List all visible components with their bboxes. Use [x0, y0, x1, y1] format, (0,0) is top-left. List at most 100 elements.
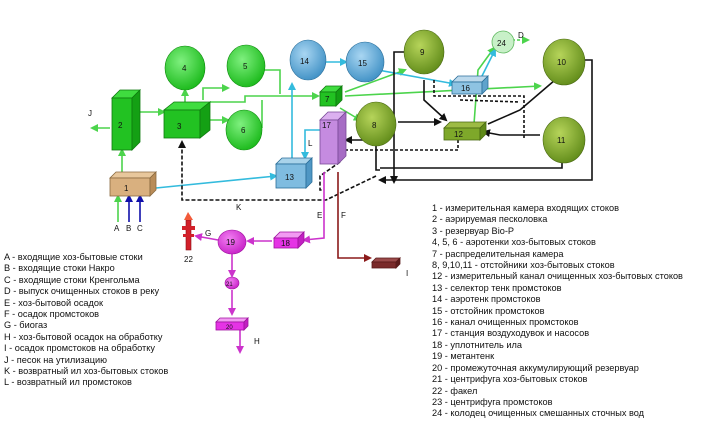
unit-15-label: 15: [358, 59, 367, 68]
unit-12-label: 12: [454, 130, 463, 139]
unit-11-label: 11: [557, 136, 566, 145]
unit-10-clarifier: 10: [542, 38, 586, 86]
legend-unit-item: 3 - резервуар Bio-P: [432, 225, 515, 236]
flow-3-to-7: [210, 92, 320, 103]
legend-flow-item: F - осадок промстоков: [4, 309, 100, 320]
unit-16-label: 16: [461, 84, 470, 93]
unit-1-measuring-chamber: 1: [109, 171, 157, 197]
unit-23-industrial-centrifuge: [371, 257, 401, 269]
legend-unit-item: 1 - измерительная камера входящих стоков: [432, 203, 619, 213]
unit-10-label: 10: [557, 58, 566, 67]
unit-12-measuring-channel: 12: [443, 121, 487, 141]
legend-flow-item: A - входящие хоз-бытовые стоки: [4, 252, 143, 262]
flow-label-a: A: [114, 224, 120, 233]
flow-k-return: [178, 140, 377, 201]
legend-flow-item: D - выпуск очищенных стоков в реку: [4, 286, 160, 297]
flow-label-l: L: [308, 139, 313, 148]
flow-label-j: J: [88, 109, 92, 118]
legend-unit-item: 12 - измерительный канал очищенных хоз-б…: [432, 271, 683, 282]
unit-9-label: 9: [420, 48, 425, 57]
flow-return-to-17: [344, 136, 380, 171]
unit-22-torch: 22: [182, 212, 195, 264]
unit-20-label: 20: [226, 325, 233, 331]
flow-7-to-10: [344, 82, 542, 97]
unit-15-industrial-clarifier: 15: [345, 41, 385, 83]
legend-unit-item: 19 - метантенк: [432, 351, 495, 362]
unit-22-label: 22: [184, 255, 193, 264]
flow-label-d: D: [518, 31, 524, 40]
flow-19-to-22: [194, 233, 219, 242]
flow-label-h: H: [254, 337, 260, 346]
flow-e-to-18: [302, 172, 325, 244]
flow-dashed-9-11: [433, 80, 525, 140]
unit-13-label: 13: [285, 173, 294, 182]
legend-unit-item: 22 - факел: [432, 385, 478, 396]
flow-17-to-13: [301, 129, 320, 160]
unit-8-clarifier: 8: [355, 101, 397, 147]
legend-flow-item: L - возвратный ил промстоков: [4, 377, 132, 388]
flow-lines: [90, 36, 593, 354]
flow-9-to-8-return: [390, 51, 404, 184]
flow-16-to-24: [479, 48, 496, 81]
legend-flow-item: B - входящие стоки Накро: [4, 263, 115, 274]
legend-flow-item: J - песок на утилизацию: [4, 354, 107, 365]
unit-19-label: 19: [226, 238, 235, 247]
flow-label-e: E: [317, 211, 322, 220]
unit-21-label: 21: [226, 282, 233, 288]
legend-unit-item: 23 - центрифуга промстоков: [432, 396, 553, 407]
flow-15-to-16: [377, 69, 457, 87]
legend-flow-item: K - возвратный ил хоз-бытовых стоков: [4, 366, 169, 377]
flow-label-b: B: [126, 224, 131, 233]
flow-f-to-i: [337, 172, 372, 262]
unit-5-label: 5: [243, 62, 248, 71]
legend-unit-item: 4, 5, 6 - аэротенки хоз-бытовых стоков: [432, 237, 596, 248]
flow-9-to-12: [423, 80, 448, 122]
unit-24-combined-effluent-well: 24: [491, 30, 515, 54]
unit-6-aeration-tank: 6: [225, 109, 263, 151]
unit-14-industrial-aerotank: 14: [289, 39, 327, 81]
legend-unit-item: 13 - селектор тенк промстоков: [432, 282, 562, 293]
unit-13-selector-tank: 13: [275, 157, 313, 189]
unit-11-clarifier: 11: [542, 116, 586, 164]
unit-5-aeration-tank: 5: [226, 44, 266, 88]
flow-5-to-7: [264, 69, 281, 94]
unit-19-methane-tank: 19: [217, 229, 247, 255]
unit-20-intermediate-reservoir: 20: [215, 317, 249, 331]
legend-unit-item: 2 - аэрируемая песколовка: [432, 214, 548, 225]
unit-3-label: 3: [177, 122, 182, 131]
legend-unit-item: 21 - центрифуга хоз-бытовых стоков: [432, 374, 588, 385]
flow-10-to-return: [378, 59, 593, 184]
unit-9-clarifier: 9: [403, 29, 445, 75]
unit-24-label: 24: [497, 39, 506, 48]
legend-units: 1 - измерительная камера входящих стоков…: [432, 203, 712, 420]
unit-4-label: 4: [182, 64, 187, 73]
unit-21-centrifuge: 21: [224, 276, 240, 290]
unit-18-sludge-thickener: 18: [273, 231, 305, 249]
legend-unit-item: 16 - канал очищенных промстоков: [432, 317, 579, 328]
legend-unit-item: 20 - промежуточная аккумулирующий резерв…: [432, 362, 639, 373]
legend-unit-item: 17 - станция воздуходувок и насосов: [432, 328, 590, 339]
flow-11-to-return: [380, 140, 563, 169]
flow-3-to-5: [202, 84, 230, 100]
unit-1-label: 1: [124, 184, 129, 193]
legend-unit-item: 15 - отстойник промстоков: [432, 305, 545, 316]
legend-unit-item: 18 - уплотнитель ила: [432, 339, 522, 350]
unit-17-blower-pump-station: 17: [319, 111, 347, 165]
flow-labels: A B C D E F G H I J K L: [88, 31, 524, 346]
flow-dashed-12-17: [346, 140, 459, 151]
unit-7-distribution-chamber: 7: [319, 85, 343, 107]
legend-flow-item: H - хоз-бытовой осадок на обработку: [4, 331, 163, 342]
unit-2-grit-chamber: 2: [111, 89, 141, 151]
flow-11-to-12: [482, 129, 540, 138]
flow-dashed-16: [459, 99, 521, 103]
unit-14-label: 14: [300, 57, 309, 66]
legend-flows: A - входящие хоз-бытовые стоки B - входя…: [4, 252, 174, 389]
legend-unit-item: 7 - распределительная камера: [432, 248, 564, 259]
unit-17-label: 17: [322, 121, 331, 130]
unit-6-label: 6: [241, 126, 246, 135]
flow-label-c: C: [137, 224, 143, 233]
flow-label-i: I: [406, 269, 408, 278]
legend-unit-item: 8, 9,10,11 - отстойники хоз-бытовых сток…: [432, 260, 615, 271]
